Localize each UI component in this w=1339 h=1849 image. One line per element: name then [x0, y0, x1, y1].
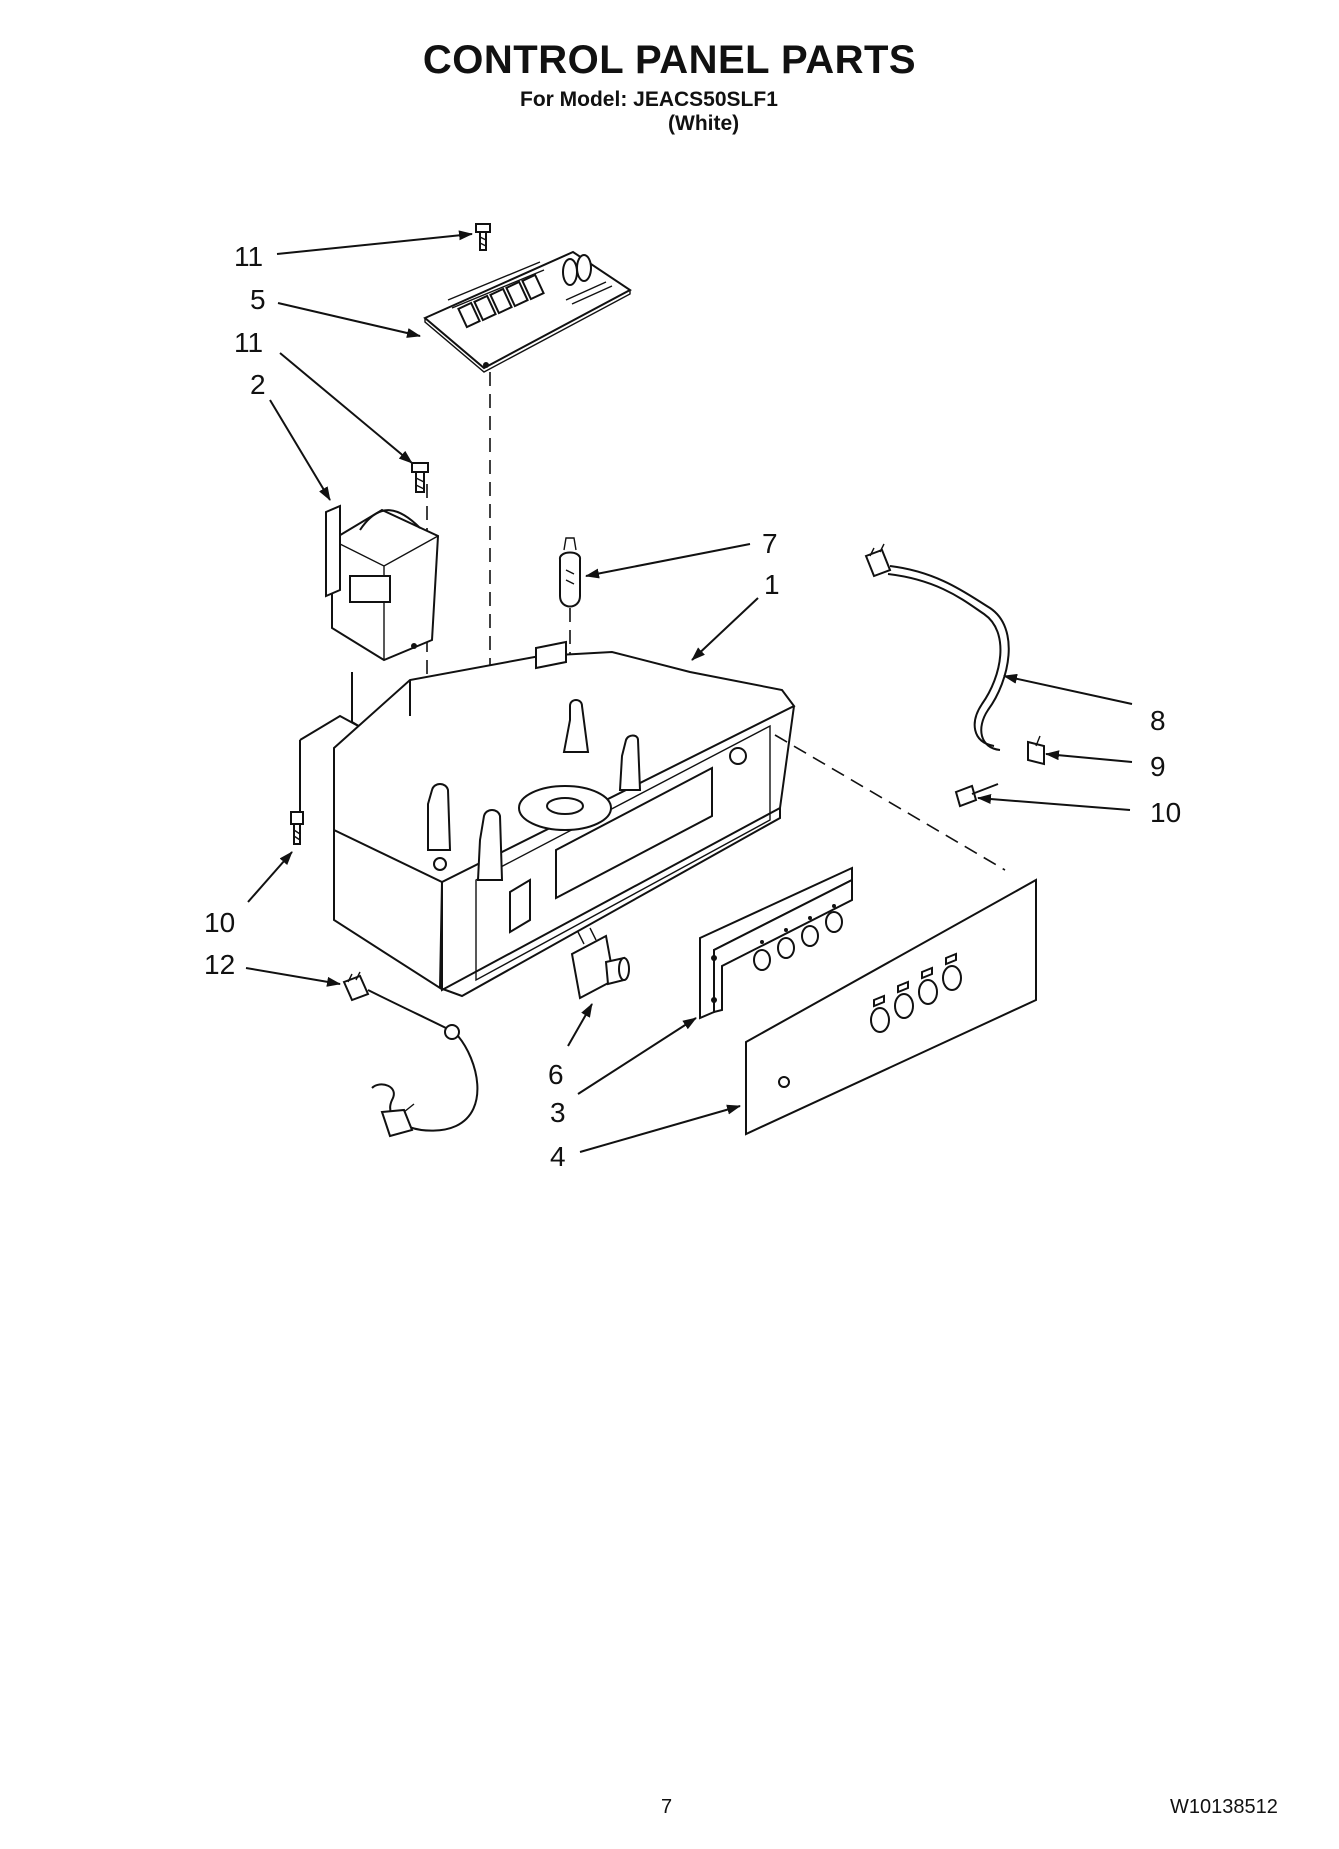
leader-10-left	[247, 851, 293, 903]
callout-12: 12	[204, 949, 235, 980]
switch	[570, 927, 630, 1000]
callout-6: 6	[548, 1059, 564, 1090]
bracket-post	[351, 672, 363, 729]
control-board	[423, 250, 632, 373]
leader-3	[577, 1017, 697, 1095]
control-housing	[333, 640, 796, 998]
leader-11-top	[276, 230, 473, 255]
leader-5	[277, 302, 421, 338]
screw-right	[954, 783, 999, 808]
wire-harness	[864, 543, 1010, 751]
leader-2	[269, 399, 331, 501]
callout-5: 5	[250, 284, 266, 315]
callout-11-top: 11	[234, 241, 263, 272]
leader-7	[585, 543, 751, 579]
screw-left	[290, 811, 304, 845]
callout-8: 8	[1150, 705, 1166, 736]
callout-1: 1	[764, 569, 780, 600]
callout-9: 9	[1150, 751, 1166, 782]
color-label: (White)	[668, 112, 740, 135]
align-line-panel	[774, 734, 1006, 871]
leader-1	[691, 597, 759, 661]
transformer	[325, 504, 440, 662]
document-number: W10138512	[1170, 1796, 1278, 1818]
page-number: 7	[661, 1796, 673, 1818]
leader-10-right	[977, 794, 1131, 811]
callout-11-mid: 11	[234, 327, 263, 358]
leader-8	[1003, 673, 1133, 705]
callout-7: 7	[762, 528, 778, 559]
callout-10-right: 10	[1150, 797, 1181, 828]
screw-top	[475, 223, 491, 251]
leader-11-mid	[279, 352, 413, 464]
model-label: For Model: JEACS50SLF1	[520, 88, 778, 111]
callout-2: 2	[250, 369, 266, 400]
page-title: CONTROL PANEL PARTS	[422, 38, 917, 82]
screw-transformer	[411, 462, 429, 493]
leader-4	[579, 1104, 741, 1153]
thermistor	[342, 971, 479, 1138]
leader-12	[245, 967, 341, 987]
lamp-bulb	[559, 537, 581, 608]
leader-6	[567, 1003, 593, 1047]
callout-10-left: 10	[204, 907, 235, 938]
wire-clip	[1027, 735, 1045, 766]
callout-4: 4	[550, 1141, 566, 1172]
callout-3: 3	[550, 1097, 566, 1128]
front-overlay-panel	[745, 878, 1037, 1136]
leader-9	[1045, 750, 1133, 763]
bracket-plate	[699, 866, 853, 1020]
